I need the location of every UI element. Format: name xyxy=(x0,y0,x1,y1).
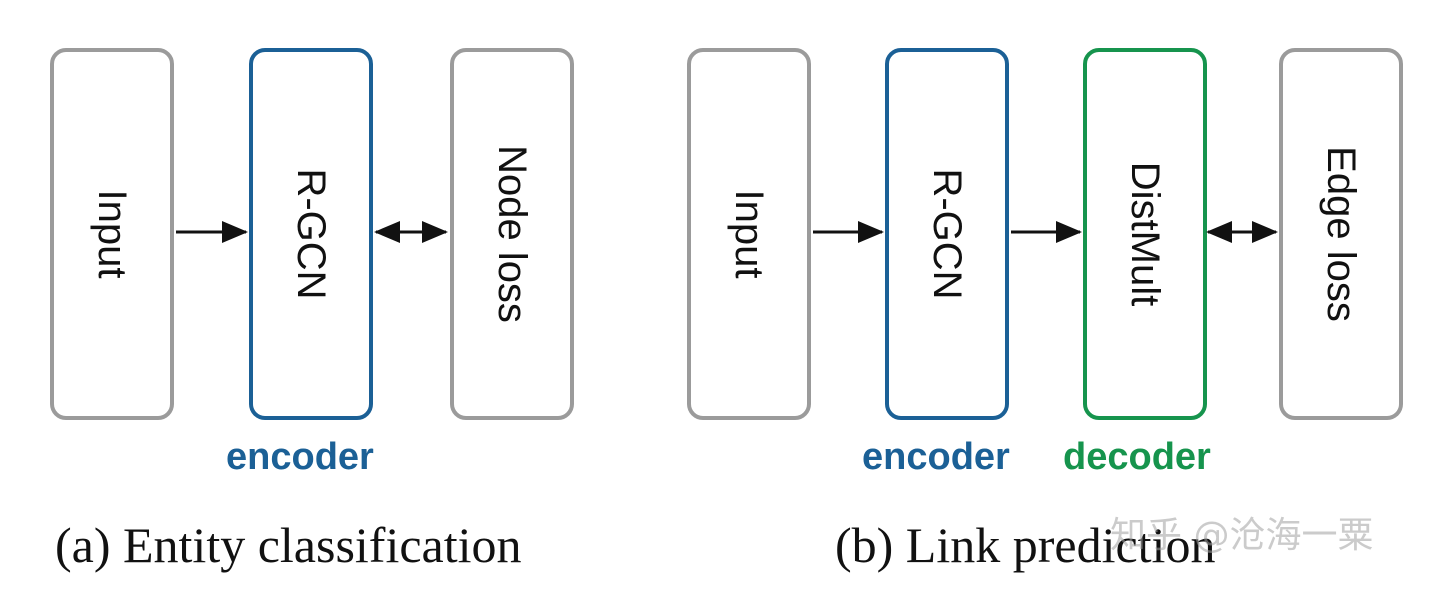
panel-a-node-loss-box: Node loss xyxy=(450,48,574,420)
panel-b-input-box: Input xyxy=(687,48,811,420)
panel-b-rgcn-box: R-GCN xyxy=(885,48,1009,420)
panel-b-decoder-label: decoder xyxy=(1063,436,1211,478)
panel-b-caption: (b) Link prediction xyxy=(835,517,1216,573)
panel-b-distmult-box: DistMult xyxy=(1083,48,1207,420)
panel-a-encoder-label: encoder xyxy=(226,436,374,478)
watermark: 知乎 @沧海一粟 xyxy=(1110,515,1374,556)
panel-b-edge-loss-box: Edge loss xyxy=(1279,48,1403,420)
panel-a-input-box: Input xyxy=(50,48,174,420)
panel-a-caption: (a) Entity classification xyxy=(55,517,522,573)
panel-a-rgcn-box: R-GCN xyxy=(249,48,373,420)
panel-b-encoder-label: encoder xyxy=(862,436,1010,478)
